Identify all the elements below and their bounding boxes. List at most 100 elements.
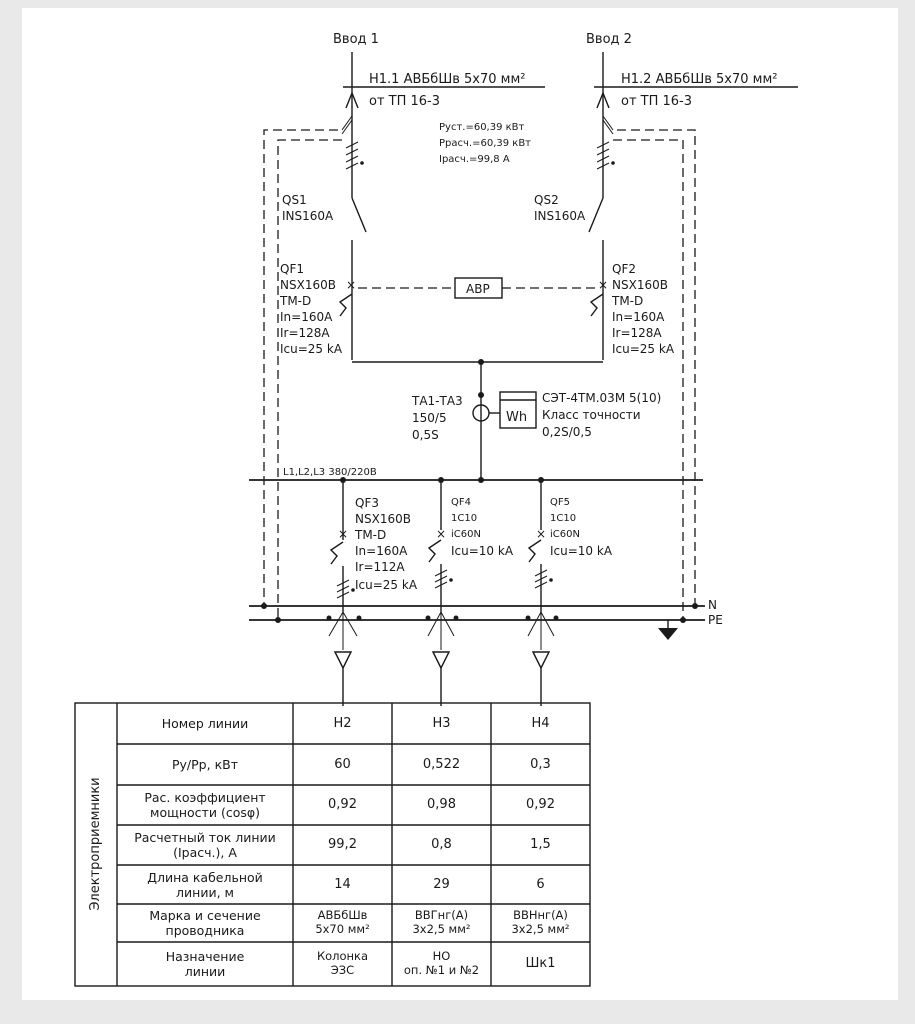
i-calculated: Iрасч.=99,8 А: [439, 154, 510, 165]
table-cell: ВВНнг(А)3х2,5 мм²: [491, 904, 590, 942]
table-cell-line: 60: [334, 756, 351, 772]
svg-text:×: ×: [436, 527, 446, 541]
table-row-label-line: (Iрасч.), А: [173, 845, 237, 860]
n-pe-busbars: N PE: [249, 598, 723, 640]
table-cell-line: 0,92: [328, 797, 357, 813]
switch-qs1: QS1 INS160A: [282, 193, 367, 360]
table-cell-line: АВБбШв: [317, 908, 368, 923]
p-installed: Руст.=60,39 кВт: [439, 122, 525, 133]
svg-text:Icu=10 kA: Icu=10 kA: [550, 544, 613, 558]
table-row-label: Расчетный ток линии(Iрасч.), А: [117, 825, 293, 865]
svg-text:1С10: 1С10: [550, 513, 576, 524]
table-cell-line: ВВНнг(А): [513, 908, 568, 923]
table-row-label: Номер линии: [117, 703, 293, 744]
svg-text:СЭТ-4ТМ.03М 5(10): СЭТ-4ТМ.03М 5(10): [542, 391, 661, 405]
table-row-label-line: Марка и сечение: [149, 908, 261, 923]
table-cell: 60: [293, 744, 392, 785]
table-cell-line: оп. №1 и №2: [403, 963, 480, 977]
table-cell-line: 5х70 мм²: [315, 922, 370, 936]
table-cell-line: 0,98: [427, 797, 456, 813]
input-1-cable-hatch-icon: [345, 141, 359, 170]
table-cell: 0,92: [491, 785, 590, 825]
svg-text:Icu=25 kA: Icu=25 kA: [280, 342, 343, 356]
input-2-cable: Н1.2 АВБбШв 5х70 мм²: [621, 72, 778, 87]
input-2-contact-icon: [602, 115, 614, 135]
avr-block: АВР: [358, 277, 598, 299]
pe-label: PE: [708, 613, 723, 627]
svg-text:QF5: QF5: [550, 497, 570, 508]
table-row-label: Ру/Рр, кВт: [117, 744, 293, 785]
svg-text:QF4: QF4: [451, 497, 471, 508]
table-side-label: Электроприемники: [88, 777, 103, 911]
table-cell-line: Шк1: [525, 956, 556, 972]
svg-text:Icu=10 kA: Icu=10 kA: [451, 544, 514, 558]
table-cell-line: ВВГнг(А): [414, 908, 469, 923]
qs1-type: INS160A: [282, 209, 334, 223]
input-2-arrow-icon: [596, 91, 610, 109]
svg-text:Ir=128A: Ir=128A: [612, 326, 662, 340]
p-calculated: Ррасч.=60,39 кВт: [439, 138, 531, 149]
table-cell-line: 0,8: [431, 837, 452, 853]
svg-text:1С10: 1С10: [451, 513, 477, 524]
table-cell-line: Н4: [531, 715, 550, 731]
svg-text:QF2: QF2: [612, 262, 636, 276]
svg-text:×: ×: [598, 278, 608, 292]
feeder-qf5: ×: [525, 480, 559, 706]
n-label: N: [708, 598, 717, 612]
feeder-qf5-label: QF5 1С10 iC60N Icu=10 kA: [550, 497, 613, 558]
input-2-source: от ТП 16-3: [621, 94, 692, 109]
table-cell-line: 3х2,5 мм²: [511, 922, 570, 936]
table-cell: 0,522: [392, 744, 491, 785]
main-busbar: L1,L2,L3 380/220В: [249, 467, 703, 483]
svg-text:0,5S: 0,5S: [412, 428, 439, 442]
svg-text:NSX160B: NSX160B: [280, 278, 336, 292]
avr-label: АВР: [466, 282, 490, 296]
table-cell-line: Н2: [333, 715, 352, 731]
table-cell: 0,92: [293, 785, 392, 825]
energy-meter: Wh СЭТ-4ТМ.03М 5(10) Класс точности 0,2S…: [499, 391, 661, 439]
input-1-contact-icon: [341, 115, 353, 135]
table-cell-line: Колонка: [316, 949, 369, 964]
table-cell: 0,3: [491, 744, 590, 785]
table-cell: Шк1: [491, 942, 590, 986]
svg-text:150/5: 150/5: [412, 411, 447, 425]
qs2-type: INS160A: [534, 209, 586, 223]
svg-text:Ir=128A: Ir=128A: [280, 326, 330, 340]
input-2-cable-hatch-icon: [596, 141, 610, 170]
table-cell-line: ЭЗС: [330, 963, 355, 977]
table-cell: 99,2: [293, 825, 392, 865]
svg-text:In=160A: In=160A: [612, 310, 665, 324]
table-row-label-line: мощности (cosφ): [150, 805, 260, 820]
input-2: Ввод 2 Н1.2 АВБбШв 5х70 мм² от ТП 16-3: [586, 32, 798, 198]
table-cell: 0,8: [392, 825, 491, 865]
svg-text:Класс точности: Класс точности: [542, 408, 641, 422]
feeder-qf4-arrow-icon: [431, 651, 451, 670]
loads-table-grid: [74, 702, 591, 987]
table-cell: 0,98: [392, 785, 491, 825]
table-cell: 6: [491, 865, 590, 904]
input-2-title: Ввод 2: [586, 32, 632, 47]
table-cell-line: Н3: [432, 715, 451, 731]
svg-text:Ir=112A: Ir=112A: [355, 560, 405, 574]
svg-text:Icu=25 kA: Icu=25 kA: [612, 342, 675, 356]
table-row-label-line: проводника: [165, 923, 245, 938]
svg-text:×: ×: [536, 527, 546, 541]
drawing-sheet: [22, 8, 898, 1000]
input-1-cable: Н1.1 АВБбШв 5х70 мм²: [369, 72, 526, 87]
svg-text:QF1: QF1: [280, 262, 304, 276]
table-row-label-line: линии: [184, 964, 226, 979]
breaker-qf1-symbol: ×: [338, 278, 356, 317]
table-cell-line: НО: [432, 949, 451, 964]
qs2-name: QS2: [534, 193, 559, 207]
svg-text:Icu=25 kA: Icu=25 kA: [355, 578, 418, 592]
svg-text:NSX160B: NSX160B: [355, 512, 411, 526]
svg-text:iC60N: iC60N: [550, 529, 580, 540]
table-cell-line: 3х2,5 мм²: [412, 922, 471, 936]
